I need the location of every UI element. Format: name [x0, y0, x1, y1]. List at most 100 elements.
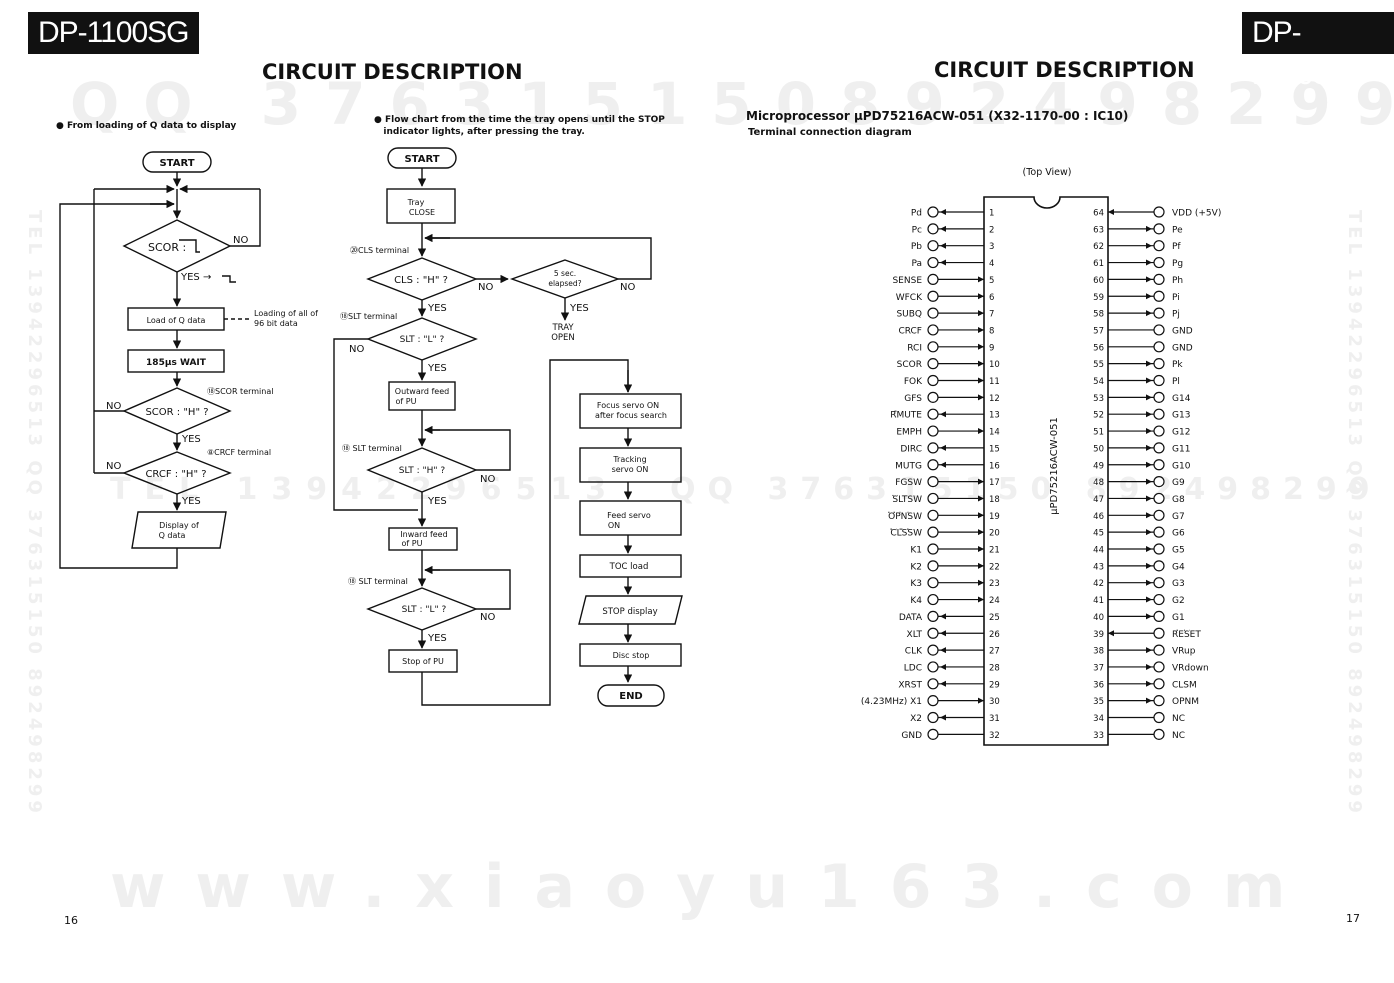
ic-pin-name: Pb — [911, 242, 922, 252]
flow2-feed-box — [579, 500, 682, 536]
model-badge-left: DP-1100SG — [28, 12, 199, 54]
ic-pin-number: 61 — [1093, 259, 1104, 269]
ic-chip-label: μPD75216ACW-051 — [1049, 417, 1060, 515]
ic-pin-number: 30 — [989, 697, 1000, 707]
flow2-tray-1: Tray — [407, 198, 425, 207]
ic-pin-number: 18 — [989, 495, 1000, 505]
ic-pin-number: 27 — [989, 647, 1000, 657]
flow2-outward-1: Outward feed — [395, 387, 449, 396]
ic-pin-name: K3 — [910, 579, 922, 589]
ic-pin-name: (4.23MHz) X1 — [861, 697, 922, 707]
page-number-right: 17 — [1346, 912, 1360, 925]
watermark-qq-right: 892498299 — [840, 70, 1394, 138]
ic-pin-name: Pl — [1172, 377, 1180, 387]
flow2-no-sec: NO — [620, 282, 635, 293]
ic-pin-number: 50 — [1093, 444, 1104, 454]
flow2-no-cls: NO — [478, 282, 493, 293]
ic-pin-number: 51 — [1093, 428, 1104, 438]
flow1-scor-terminal: ⑱SCOR terminal — [207, 387, 273, 396]
ic-pin-number: 64 — [1093, 209, 1104, 219]
flow2-inward-box — [388, 527, 458, 551]
ic-pin-name: CLSM — [1172, 680, 1197, 690]
page-title-right: CIRCUIT DESCRIPTION — [934, 58, 1195, 82]
ic-pin-name: K2 — [910, 562, 922, 572]
ic-pin-name: Pk — [1172, 360, 1183, 370]
ic-pin-name: G5 — [1172, 546, 1185, 556]
ic-pin-name: OPNSW — [888, 512, 922, 522]
ic-pin-name: XRST — [898, 680, 922, 690]
ic-pin-number: 23 — [989, 579, 1000, 589]
ic-pin-name: G12 — [1172, 428, 1190, 438]
ic-pin-number: 9 — [989, 343, 994, 353]
ic-pin-number: 26 — [989, 630, 1000, 640]
ic-pin-name: Ph — [1172, 276, 1183, 286]
ic-body — [983, 196, 1109, 746]
ic-pin-name: VRup — [1172, 647, 1196, 657]
flowchart-q-data — [59, 151, 261, 569]
ic-pin-number: 5 — [989, 276, 994, 286]
ic-pin-number: 28 — [989, 663, 1000, 673]
watermark-side-left: TEL 13942296513 QQ 376315150 892498299 — [24, 210, 45, 817]
ic-pin-number: 6 — [989, 293, 994, 303]
ic-pin-number: 56 — [1093, 343, 1104, 353]
ic-pin-number: 38 — [1093, 647, 1104, 657]
ic-pin-name: NC — [1172, 714, 1185, 724]
flow2-tray-close-box — [386, 188, 456, 224]
ic-pin-name: DIRC — [900, 444, 922, 454]
ic-pin-number: 58 — [1093, 310, 1104, 320]
ic-pin-name: G10 — [1172, 461, 1191, 471]
ic-pin-name: G9 — [1172, 478, 1185, 488]
flow2-toc-label: TOC load — [609, 562, 649, 572]
flow2-focus-2: after focus search — [595, 411, 667, 420]
ic-pin-number: 4 — [989, 259, 994, 269]
flow2-slt-terminal-1: ⑱SLT terminal — [340, 312, 397, 321]
flowchart-q-data-labels: START SCOR : NO YES → Load of Q data Loa… — [106, 158, 318, 540]
flow1-yes2: YES — [181, 434, 201, 445]
ic-pin-name: K4 — [910, 596, 922, 606]
ic-pin-48: 48 G9 — [1093, 476, 1185, 488]
flow1-wait-box — [127, 349, 225, 373]
ic-pin-name: G7 — [1172, 512, 1185, 522]
flowchart-tray — [333, 147, 683, 707]
flow1-display-shape — [131, 511, 227, 549]
ic-pin-number: 48 — [1093, 478, 1104, 488]
watermark-qq-mid: QQ 376315150 892498299 — [670, 472, 1382, 507]
ic-pin-name: Pj — [1172, 310, 1180, 320]
ic-pin-number: 53 — [1093, 394, 1104, 404]
ic-pin-name: Pc — [912, 225, 922, 235]
ic-pin-number: 16 — [989, 461, 1000, 471]
ic-pin-name: OPNM — [1172, 697, 1199, 707]
ic-pin-number: 11 — [989, 377, 1000, 387]
watermark-side-right: TEL 13942296513 QQ 376315150 892498299 — [1344, 210, 1365, 817]
flow2-end-label: END — [619, 691, 643, 702]
ic-pin-name: G3 — [1172, 579, 1185, 589]
ic-pin-name: EMPH — [896, 428, 922, 438]
flow2-slt-h-label: SLT : "H" ? — [399, 466, 446, 476]
ic-pin-number: 20 — [989, 529, 1000, 539]
flow2-cls-terminal: ⑳CLS terminal — [350, 246, 409, 255]
